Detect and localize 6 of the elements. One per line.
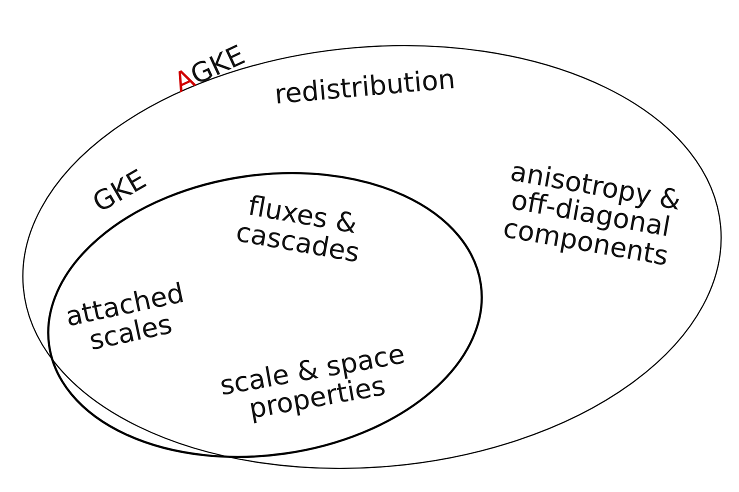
region-label: redistribution [272, 63, 458, 113]
region-label: attached scales [62, 276, 188, 360]
set-label: GKE [86, 163, 153, 221]
region-label: fluxes & cascades [232, 190, 363, 272]
region-label: scale & space properties [216, 338, 408, 428]
region-label: anisotropy & off-diagonal components [499, 155, 684, 274]
